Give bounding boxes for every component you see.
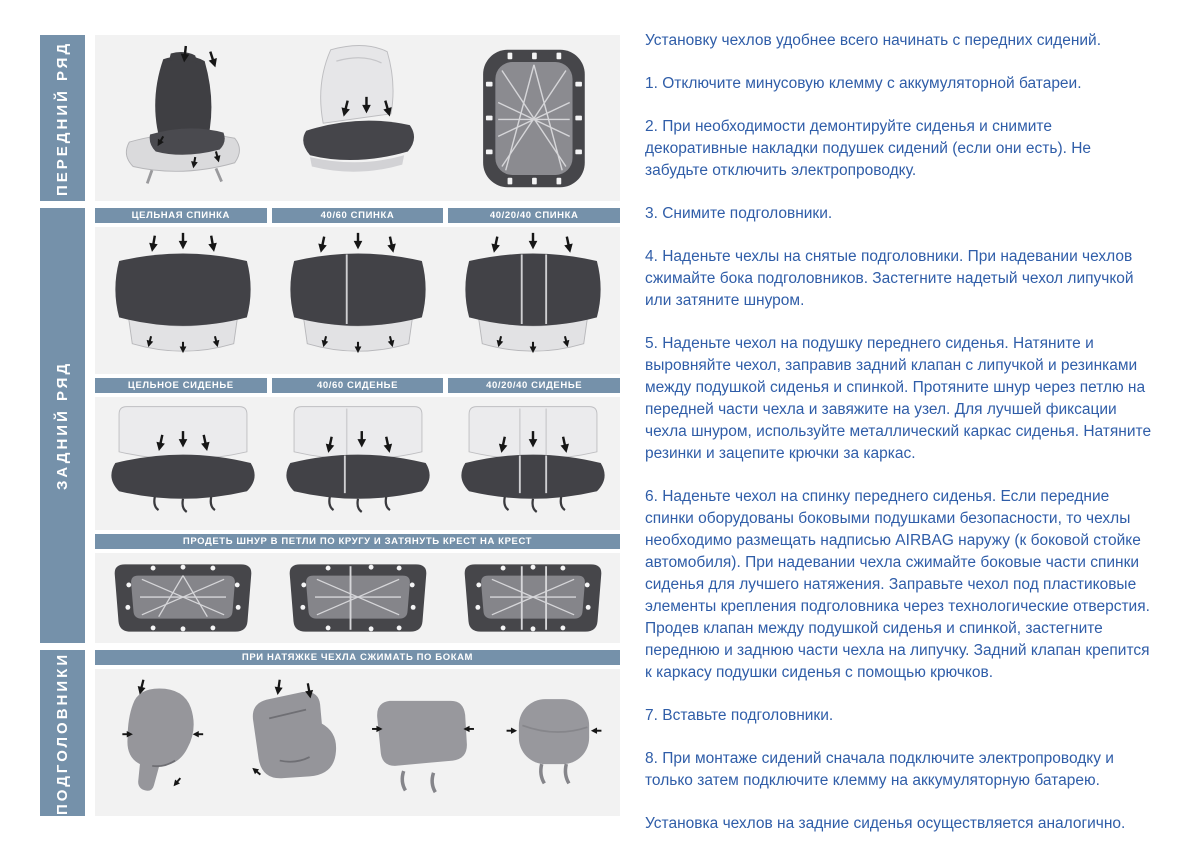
- instruction-outro: Установка чехлов на задние сиденья осуще…: [645, 815, 1126, 832]
- section-back-row: ЗАДНИЙ РЯД ЦЕЛЬНАЯ СПИНКА 40/60 СПИНКА 4…: [40, 208, 621, 643]
- back-row-panel: ЦЕЛЬНАЯ СПИНКА 40/60 СПИНКА 40/20/40 СПИ…: [95, 208, 621, 643]
- instruction-step-7: 7. Вставьте подголовники.: [645, 707, 834, 724]
- bench-cushion-4060-illustration: [285, 405, 430, 513]
- backrest-figures: [95, 227, 620, 374]
- headrests-panel: ПРИ НАТЯЖКЕ ЧЕХЛА СЖИМАТЬ ПО БОКАМ: [95, 650, 620, 816]
- backrest-headers: ЦЕЛЬНАЯ СПИНКА 40/60 СПИНКА 40/20/40 СПИ…: [95, 208, 621, 223]
- headrests-banner: ПРИ НАТЯЖКЕ ЧЕХЛА СЖИМАТЬ ПО БОКАМ: [95, 650, 620, 665]
- headrest-round-squeeze-illustration: [505, 698, 603, 784]
- front-seat-back-cover-illustration: [125, 43, 240, 184]
- instruction-step-8: 8. При монтаже сидений сначала подключит…: [645, 750, 1114, 789]
- section-headrests: ПОДГОЛОВНИКИ ПРИ НАТЯЖКЕ ЧЕХЛА СЖИМАТЬ П…: [40, 650, 620, 816]
- badge-solid-cushion: ЦЕЛЬНОЕ СИДЕНЬЕ: [95, 378, 267, 393]
- badge-4060-cushion: 40/60 СИДЕНЬЕ: [271, 378, 444, 393]
- badge-402040-backrest: 40/20/40 СПИНКА: [448, 208, 621, 223]
- back-row-label-bar: ЗАДНИЙ РЯД: [40, 208, 85, 643]
- bench-backrest-solid-illustration: [114, 231, 251, 355]
- headrest-squeeze-illustration: [371, 700, 476, 793]
- bench-cushion-solid-illustration: [110, 405, 255, 513]
- frame-figures: [95, 553, 620, 643]
- badge-solid-backrest: ЦЕЛЬНАЯ СПИНКА: [95, 208, 267, 223]
- bench-frame-4060-illustration: [289, 564, 426, 632]
- instruction-step-6: 6. Наденьте чехол на спинку переднего си…: [645, 488, 1150, 681]
- illustrations-column: ПЕРЕДНИЙ РЯД: [40, 35, 621, 816]
- headrest-cover-open-illustration: [121, 677, 204, 791]
- headrests-label-bar: ПОДГОЛОВНИКИ: [40, 650, 85, 816]
- headrest-figures: [95, 669, 620, 816]
- badge-4060-backrest: 40/60 СПИНКА: [271, 208, 444, 223]
- instruction-step-1: 1. Отключите минусовую клемму с аккумуля…: [645, 75, 1082, 92]
- front-seat-cushion-cover-illustration: [302, 44, 414, 172]
- instructions-column: Установку чехлов удобнее всего начинать …: [645, 30, 1157, 849]
- badge-402040-cushion: 40/20/40 СИДЕНЬЕ: [448, 378, 621, 393]
- instruction-step-4: 4. Наденьте чехлы на снятые подголовники…: [645, 248, 1134, 309]
- bench-frame-402040-illustration: [464, 564, 601, 632]
- bench-frame-solid-illustration: [114, 564, 251, 632]
- instruction-step-2: 2. При необходимости демонтируйте сидень…: [645, 118, 1092, 179]
- cushion-headers: ЦЕЛЬНОЕ СИДЕНЬЕ 40/60 СИДЕНЬЕ 40/20/40 С…: [95, 378, 621, 393]
- headrest-cover-folded-illustration: [249, 677, 336, 778]
- front-row-panel: [95, 35, 620, 201]
- front-row-label-bar: ПЕРЕДНИЙ РЯД: [40, 35, 85, 201]
- lacing-banner: ПРОДЕТЬ ШНУР В ПЕТЛИ ПО КРУГУ И ЗАТЯНУТЬ…: [95, 534, 620, 549]
- instruction-step-3: 3. Снимите подголовники.: [645, 205, 833, 222]
- instruction-step-5: 5. Наденьте чехол на подушку переднего с…: [645, 335, 1152, 462]
- section-front-row: ПЕРЕДНИЙ РЯД: [40, 35, 620, 201]
- instruction-intro: Установку чехлов удобнее всего начинать …: [645, 32, 1102, 49]
- front-row-figures: [95, 35, 620, 201]
- seat-back-frame-lacing-illustration: [482, 49, 585, 187]
- bench-backrest-402040-illustration: [464, 231, 601, 355]
- bench-cushion-402040-illustration: [460, 405, 605, 513]
- bench-backrest-4060-illustration: [289, 231, 426, 355]
- cushion-figures: [95, 397, 620, 530]
